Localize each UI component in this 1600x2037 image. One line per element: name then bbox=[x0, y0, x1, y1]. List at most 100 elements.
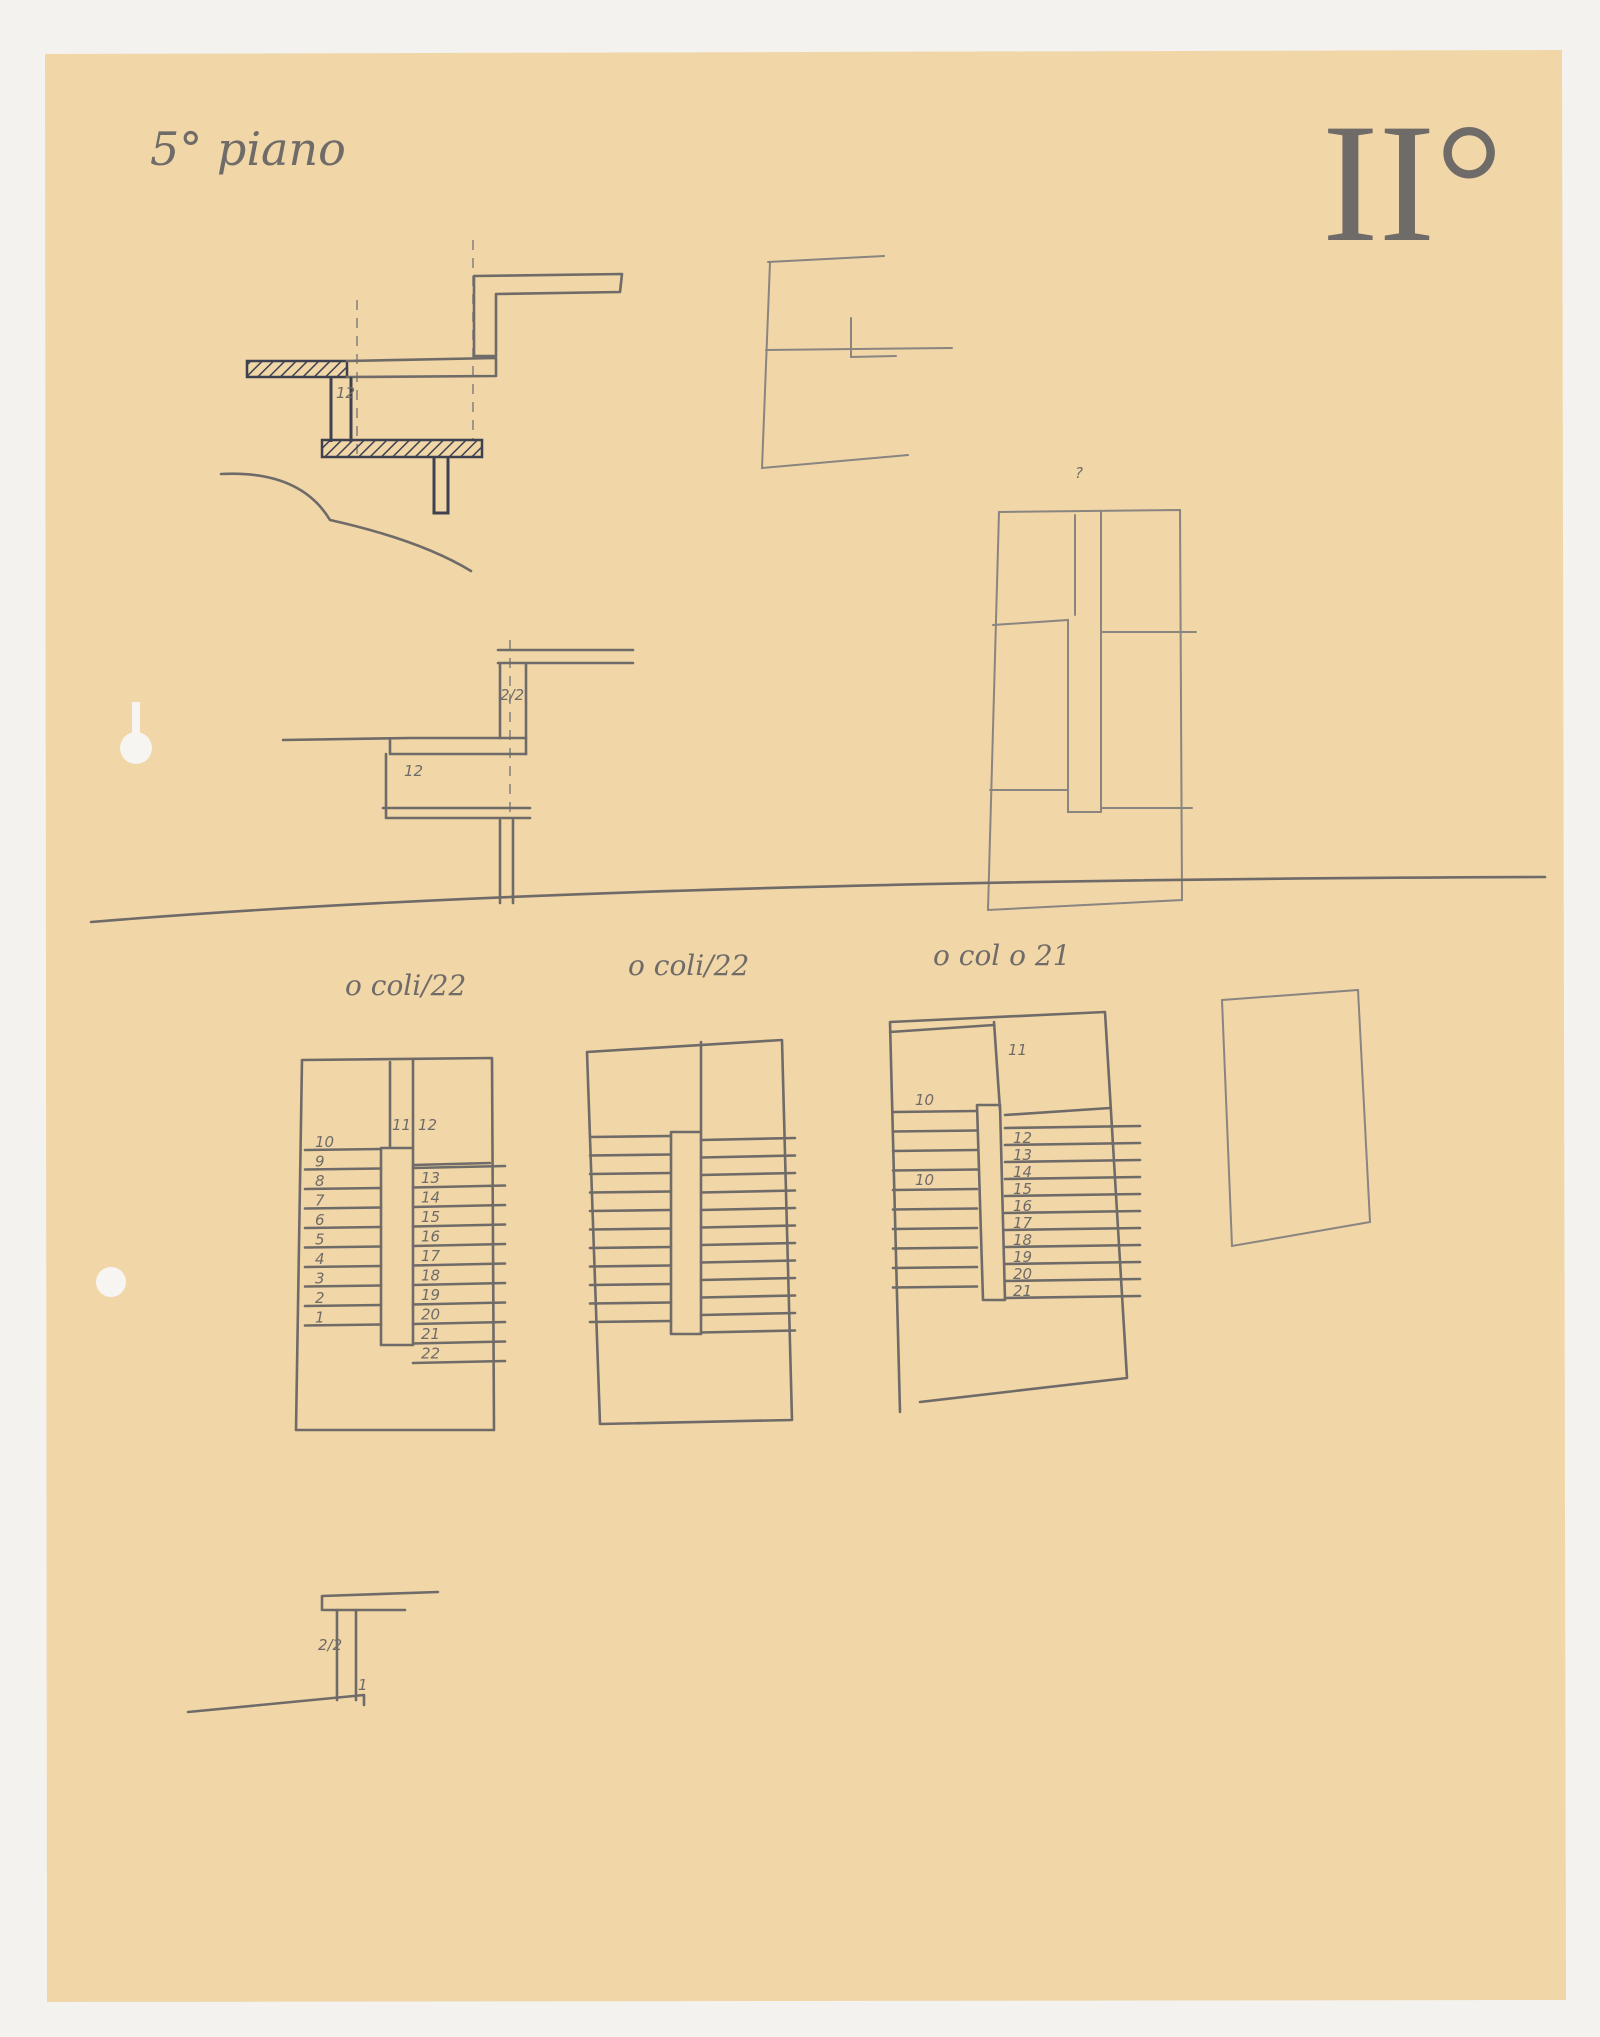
stair-tread bbox=[699, 1189, 797, 1194]
paper bbox=[45, 50, 1566, 2002]
stair-tread bbox=[891, 1265, 979, 1270]
step-number: 19 bbox=[421, 1286, 440, 1304]
landing-label: 10 bbox=[915, 1091, 934, 1109]
stair-tread bbox=[1003, 1158, 1142, 1164]
plan-caption-2: o coli/22 bbox=[628, 949, 749, 982]
empty-plan-frame bbox=[1220, 988, 1372, 1248]
stair-tread bbox=[891, 1207, 979, 1211]
step-number: 16 bbox=[1013, 1197, 1032, 1215]
stair-tread bbox=[303, 1303, 383, 1308]
step-number: 21 bbox=[421, 1325, 440, 1343]
stair-tread bbox=[1003, 1260, 1142, 1266]
stair-tread bbox=[411, 1281, 507, 1287]
step-number: 1 bbox=[315, 1309, 325, 1327]
stair-tread bbox=[411, 1262, 507, 1267]
stair-tread bbox=[891, 1226, 979, 1231]
step-number: 6 bbox=[315, 1211, 325, 1229]
floor-note: 5° piano bbox=[150, 122, 346, 176]
stair-tread bbox=[303, 1245, 383, 1249]
stair-section-middle: 2/2 12 bbox=[281, 640, 635, 905]
step-number: 14 bbox=[421, 1189, 440, 1207]
stair-tread bbox=[699, 1206, 797, 1212]
plan-caption-1: o coli/22 bbox=[345, 969, 466, 1002]
plan-caption-3: o col o 21 bbox=[933, 939, 1071, 972]
stair-tread bbox=[588, 1319, 673, 1324]
stair-tread bbox=[1003, 1141, 1142, 1147]
stair-tread bbox=[411, 1184, 507, 1189]
stair-tread bbox=[891, 1129, 979, 1133]
step-number: 9 bbox=[315, 1153, 325, 1171]
step-number: 5 bbox=[315, 1231, 325, 1249]
step-number: 15 bbox=[421, 1208, 440, 1226]
ground-line bbox=[89, 875, 1547, 924]
step-number: 15 bbox=[1013, 1180, 1032, 1198]
step-number: 19 bbox=[1013, 1248, 1032, 1266]
stair-tread bbox=[303, 1284, 383, 1288]
stair-tread bbox=[303, 1147, 383, 1152]
step-number: 20 bbox=[1013, 1265, 1032, 1283]
stair-tread bbox=[891, 1148, 979, 1153]
stair-tread bbox=[699, 1241, 797, 1247]
stair-tread bbox=[891, 1246, 979, 1250]
riser-label: 12 bbox=[336, 384, 355, 402]
stair-tread bbox=[588, 1245, 673, 1250]
stair-tread bbox=[891, 1187, 979, 1192]
riser-label-upper: 2/2 bbox=[500, 686, 524, 704]
stair-tread bbox=[699, 1329, 797, 1334]
stair-tread bbox=[891, 1168, 979, 1172]
stair-tread bbox=[588, 1264, 673, 1268]
stair-tread bbox=[411, 1242, 507, 1248]
stair-tread bbox=[699, 1294, 797, 1299]
stair-tread bbox=[303, 1323, 383, 1327]
stair-tread bbox=[588, 1227, 673, 1231]
stair-tread bbox=[699, 1154, 797, 1159]
question-mark: ? bbox=[1075, 464, 1083, 482]
sheet-number: II° bbox=[1322, 89, 1503, 277]
stair-tread bbox=[411, 1164, 507, 1170]
stair-tread bbox=[891, 1109, 979, 1114]
stair-tread bbox=[303, 1264, 383, 1269]
step-number: 13 bbox=[421, 1169, 440, 1187]
stair-tread bbox=[588, 1282, 673, 1287]
punch-hole bbox=[96, 1267, 126, 1297]
step-number: 8 bbox=[315, 1172, 325, 1190]
stair-tread bbox=[699, 1224, 797, 1229]
base-label: 1 bbox=[358, 1676, 368, 1694]
step-number: 3 bbox=[315, 1270, 325, 1288]
stair-tread bbox=[411, 1223, 507, 1228]
step-number: 10 bbox=[315, 1133, 334, 1151]
step-number: 22 bbox=[421, 1345, 440, 1363]
step-number: 17 bbox=[1013, 1214, 1033, 1232]
step-number: 20 bbox=[421, 1306, 440, 1324]
step-number: 16 bbox=[421, 1228, 440, 1246]
step-number: 14 bbox=[1013, 1163, 1032, 1181]
stair-tread bbox=[303, 1167, 383, 1171]
stair-tread bbox=[411, 1359, 507, 1365]
step-number: 17 bbox=[421, 1247, 441, 1265]
stair-tread bbox=[411, 1320, 507, 1326]
step-number: 21 bbox=[1013, 1282, 1032, 1300]
step-number: 4 bbox=[315, 1250, 325, 1268]
stair-tread bbox=[1003, 1294, 1142, 1300]
stair-tread bbox=[1003, 1243, 1142, 1249]
stair-section-top: 12 bbox=[219, 240, 624, 573]
step-number: 18 bbox=[421, 1267, 440, 1285]
stair-tread bbox=[588, 1134, 673, 1139]
tall-plan: ? bbox=[986, 464, 1197, 912]
riser-label-lower: 12 bbox=[404, 762, 423, 780]
stair-section-bottom: 2/2 1 bbox=[186, 1590, 440, 1714]
keyhole-punch bbox=[120, 702, 152, 764]
riser-label: 2/2 bbox=[318, 1636, 342, 1654]
stair-tread bbox=[588, 1153, 673, 1157]
stair-tread bbox=[1003, 1192, 1142, 1198]
stair-tread bbox=[891, 1285, 979, 1289]
step-number: 13 bbox=[1013, 1146, 1032, 1164]
stair-tread bbox=[699, 1259, 797, 1264]
stair-tread bbox=[411, 1203, 507, 1209]
step-number: 7 bbox=[315, 1192, 325, 1210]
stair-tread bbox=[588, 1190, 673, 1194]
stair-tread bbox=[303, 1186, 383, 1191]
stair-tread bbox=[1003, 1226, 1142, 1232]
landing-label: 11 bbox=[392, 1116, 411, 1134]
